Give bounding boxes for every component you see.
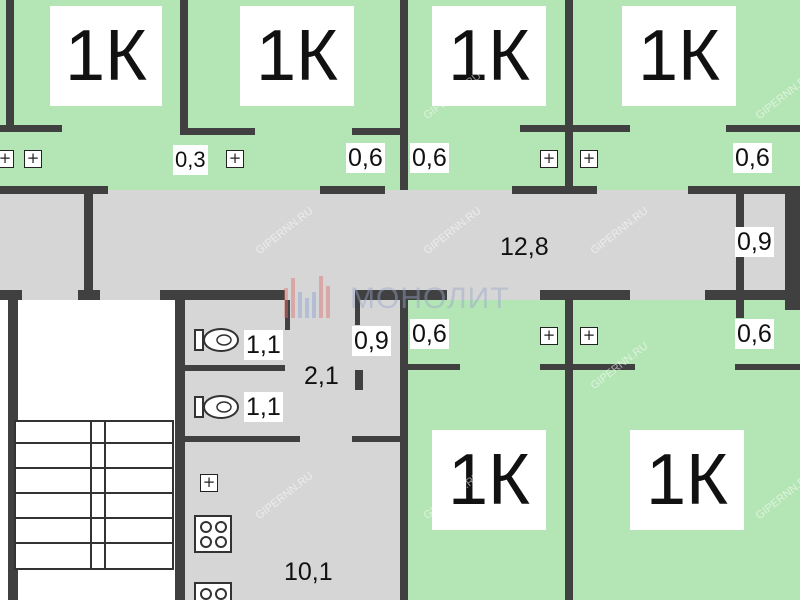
area-label: 0,9 <box>735 227 774 257</box>
corridor-area-label: 12,8 <box>500 233 549 261</box>
stove-icon <box>194 582 232 600</box>
area-label: 0,9 <box>352 326 391 356</box>
apartment-label-bottom-1: 1К <box>432 430 546 530</box>
apartment-label-top-3: 1К <box>432 6 546 106</box>
area-label: 0,3 <box>173 145 208 175</box>
area-label: 0,6 <box>410 143 449 173</box>
area-label: 0,6 <box>733 143 772 173</box>
wall <box>180 0 188 130</box>
wall <box>540 290 630 300</box>
wall <box>6 0 14 125</box>
wall <box>84 190 93 300</box>
wall <box>0 125 62 132</box>
wall <box>0 186 108 194</box>
wall <box>408 364 460 370</box>
logo-text: МОНОЛИТ <box>350 282 510 315</box>
wall <box>735 364 800 370</box>
logo-bars-icon <box>284 276 330 318</box>
wall <box>355 300 360 325</box>
wall <box>285 300 290 330</box>
kitchen-area-label: 10,1 <box>284 558 333 586</box>
wall <box>160 290 285 300</box>
apartment-label-top-2: 1К <box>240 6 354 106</box>
wall <box>705 290 800 300</box>
wall <box>512 186 597 194</box>
wall <box>355 370 363 390</box>
wall <box>736 300 744 318</box>
wall <box>726 125 800 132</box>
wall <box>0 290 22 300</box>
apartment-label-top-1: 1К <box>50 6 162 106</box>
wall <box>400 0 408 190</box>
wall <box>400 290 408 600</box>
wall <box>565 0 573 190</box>
socket-icon: + <box>540 327 558 345</box>
wall <box>8 300 18 600</box>
socket-icon: + <box>0 150 14 168</box>
wall <box>185 365 285 371</box>
wall <box>78 290 100 300</box>
toilet-icon <box>194 328 239 352</box>
wall <box>175 300 185 600</box>
socket-icon: + <box>540 150 558 168</box>
monolit-logo: МОНОЛИТ <box>280 268 530 328</box>
area-label: 0,6 <box>346 143 385 173</box>
wc-area-label: 1,1 <box>244 330 283 360</box>
wall <box>352 436 404 442</box>
staircase-icon <box>14 420 174 570</box>
socket-icon: + <box>580 150 598 168</box>
area-label: 0,6 <box>410 319 449 349</box>
stove-icon <box>194 515 232 553</box>
socket-icon: + <box>200 474 218 492</box>
socket-icon: + <box>24 150 42 168</box>
wall <box>180 128 255 135</box>
wc-area-label: 1,1 <box>244 392 283 422</box>
hall-area-label: 2,1 <box>304 362 339 390</box>
toilet-icon <box>194 395 239 419</box>
wall <box>320 186 385 194</box>
apartment-label-bottom-2: 1К <box>630 430 744 530</box>
wall <box>785 190 800 310</box>
area-label: 0,6 <box>735 319 774 349</box>
socket-icon: + <box>226 150 244 168</box>
wall <box>185 436 300 442</box>
wall <box>540 364 635 370</box>
wall <box>565 300 573 600</box>
wall <box>352 128 408 135</box>
wall <box>688 186 800 194</box>
wall <box>520 125 630 132</box>
corridor-zone <box>0 190 800 300</box>
socket-icon: + <box>580 327 598 345</box>
apartment-label-top-4: 1К <box>622 6 736 106</box>
